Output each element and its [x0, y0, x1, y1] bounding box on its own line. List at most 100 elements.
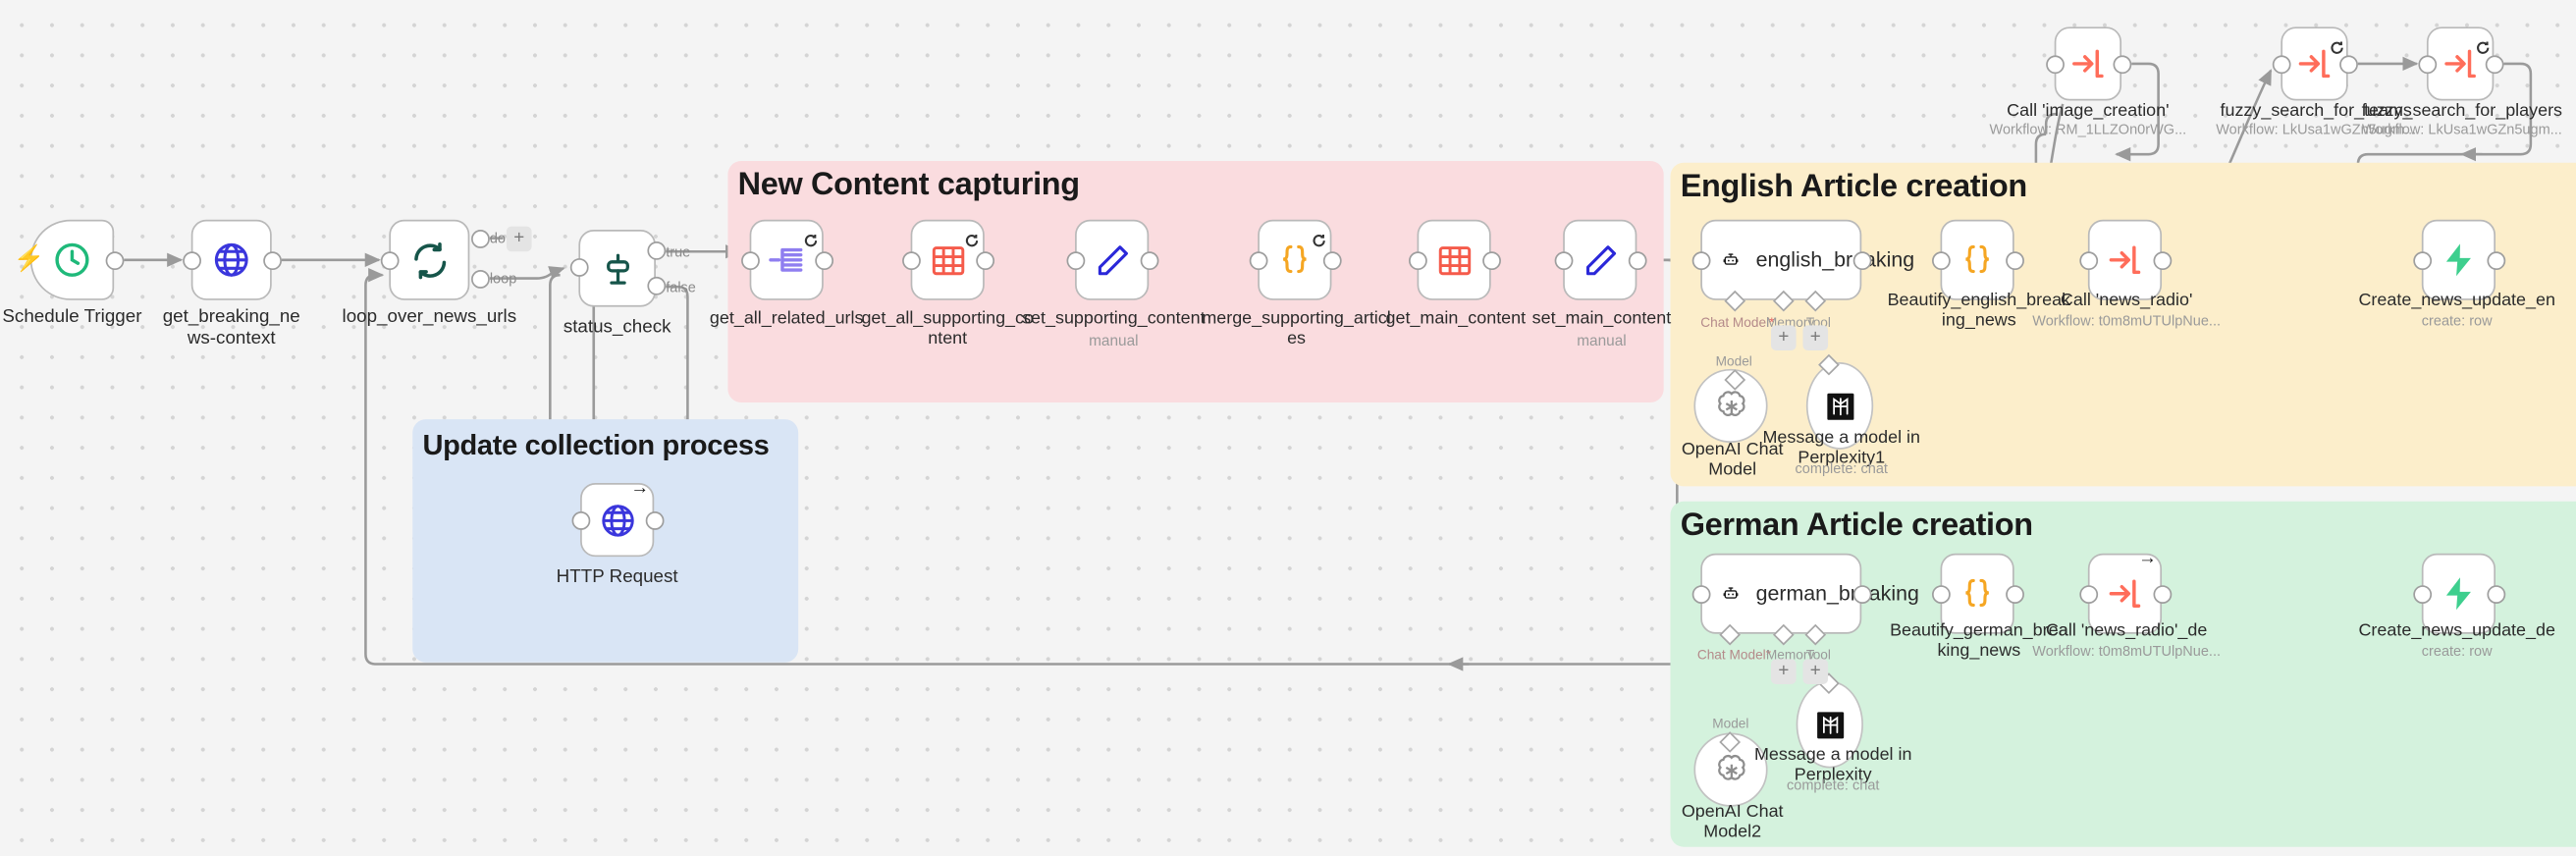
port-out-call-news-radio-en[interactable] — [2153, 251, 2173, 271]
node-sub-create-news-update-de: create: row — [2421, 644, 2493, 660]
panel-new-content-capturing[interactable] — [727, 161, 1664, 402]
port-out-get-all-supporting-content[interactable] — [976, 251, 995, 271]
port-out-create-news-update-de[interactable] — [2487, 585, 2506, 604]
port-in-call-news-radio-de[interactable] — [2079, 585, 2099, 604]
node-label-loop-over-news-urls: loop_over_news_urls — [342, 306, 517, 328]
node-merge-supporting-articles[interactable] — [1258, 219, 1332, 300]
node-get-main-content[interactable] — [1417, 219, 1491, 300]
port-in-call-news-radio-en[interactable] — [2079, 251, 2099, 271]
port-in-get-all-related-urls[interactable] — [741, 251, 760, 271]
node-beautify-english-breaking-news[interactable] — [1940, 219, 2014, 300]
openai-icon — [1717, 754, 1744, 779]
port-out-true-status-check[interactable] — [647, 241, 667, 260]
port-out-merge-supporting-articles[interactable] — [1322, 251, 1342, 271]
port-out-beautify-english-breaking-news[interactable] — [2006, 251, 2024, 271]
port-in-beautify-english-breaking-news[interactable] — [1932, 251, 1951, 271]
port-in-call-image-creation[interactable] — [2046, 55, 2065, 75]
sub-link-label-model-german: Model — [1712, 716, 1749, 731]
port-out-get-breaking-news-context[interactable] — [263, 251, 282, 271]
node-create-news-update-en[interactable] — [2421, 219, 2496, 300]
node-call-image-creation[interactable] — [2054, 27, 2122, 101]
node-fuzzy-search-for-players[interactable] — [2426, 27, 2495, 101]
port-in-set-supporting-content[interactable] — [1066, 251, 1086, 271]
port-in-loop-over-news-urls[interactable] — [380, 251, 400, 271]
port-in-merge-supporting-articles[interactable] — [1249, 251, 1268, 271]
node-create-news-update-de[interactable] — [2421, 553, 2496, 634]
port-in-beautify-german-breaking-news[interactable] — [1932, 585, 1951, 604]
node-label-english-breaking: english_breaking — [1755, 246, 1915, 271]
port-in-get-breaking-news-context[interactable] — [183, 251, 201, 271]
node-set-supporting-content[interactable] — [1075, 219, 1150, 300]
port-in-set-main-content[interactable] — [1554, 251, 1574, 271]
port-out-get-main-content[interactable] — [1482, 251, 1501, 271]
node-label-http-request: HTTP Request — [556, 566, 678, 587]
port-in-english-breaking[interactable] — [1691, 251, 1711, 271]
arrow-badge-icon: → — [630, 477, 650, 499]
node-english-breaking[interactable]: english_breaking — [1700, 219, 1915, 300]
port-out-set-main-content[interactable] — [1628, 251, 1647, 271]
port-in-get-main-content[interactable] — [1409, 251, 1427, 271]
port-out-loop-loop-over-news-urls[interactable] — [471, 270, 490, 289]
node-label-message-a-model-in-perplexity1: Message a model in Perplexity1 — [1762, 427, 1921, 469]
supabase-icon — [2445, 577, 2471, 611]
port-out-call-image-creation[interactable] — [2113, 55, 2132, 75]
port-in-fuzzy-search-for-teams[interactable] — [2272, 55, 2291, 75]
node-message-a-model-in-perplexity1[interactable] — [1805, 362, 1874, 450]
node-get-breaking-news-context[interactable] — [190, 219, 272, 300]
port-out-english-breaking[interactable] — [1852, 251, 1872, 271]
node-label-fuzzy-search-for-players: fuzzy_search_for_players — [2361, 100, 2563, 122]
port-in-status-check[interactable] — [569, 258, 589, 277]
node-call-news-radio-en[interactable] — [2087, 219, 2163, 300]
execute-workflow-icon — [2109, 245, 2141, 275]
port-out-http-request[interactable] — [645, 511, 665, 530]
node-sub-fuzzy-search-for-players: Workflow: LkUsa1wGZn5ugm... — [2361, 122, 2562, 138]
add-memory-english-button[interactable]: + — [1771, 325, 1797, 351]
port-out-call-news-radio-de[interactable] — [2153, 585, 2173, 604]
port-out-german-breaking[interactable] — [1852, 585, 1872, 604]
port-in-http-request[interactable] — [571, 511, 591, 530]
node-status-check[interactable] — [578, 230, 656, 307]
node-sub-call-news-radio-de: Workflow: t0m8mUTUlpNue... — [2032, 644, 2222, 660]
port-out-false-status-check[interactable] — [647, 276, 667, 295]
port-out-fuzzy-search-for-teams[interactable] — [2339, 55, 2358, 75]
edit-pen-icon — [1097, 244, 1128, 275]
node-label-set-supporting-content: set_supporting_content — [1022, 308, 1206, 329]
node-beautify-german-breaking-news[interactable] — [1940, 553, 2014, 634]
port-in-german-breaking[interactable] — [1691, 585, 1711, 604]
node-sub-message-a-model-in-perplexity: complete: chat — [1786, 777, 1880, 794]
port-out-done-loop-over-news-urls[interactable] — [471, 230, 490, 248]
execute-workflow-icon — [2298, 49, 2331, 79]
port-out-fuzzy-search-for-players[interactable] — [2485, 55, 2504, 75]
port-out-schedule-trigger[interactable] — [105, 251, 125, 271]
port-out-beautify-german-breaking-news[interactable] — [2006, 585, 2024, 604]
http-globe-icon — [214, 242, 248, 277]
node-german-breaking[interactable]: german_breaking — [1700, 553, 1919, 634]
node-set-main-content[interactable] — [1563, 219, 1637, 300]
add-memory-german-button[interactable]: + — [1771, 659, 1797, 684]
add-tool-german-button[interactable]: + — [1802, 659, 1829, 684]
node-sub-call-image-creation: Workflow: RM_1LLZOn0rWG... — [1989, 122, 2187, 138]
execute-workflow-icon — [2444, 49, 2476, 79]
node-call-news-radio-de[interactable] — [2087, 553, 2163, 634]
port-out-create-news-update-en[interactable] — [2487, 251, 2506, 271]
openai-icon — [1717, 390, 1744, 416]
code-braces-icon — [1282, 244, 1307, 274]
node-http-request[interactable] — [580, 483, 655, 558]
refresh-badge-icon — [2476, 33, 2491, 54]
port-out-get-all-related-urls[interactable] — [815, 251, 834, 271]
node-label-create-news-update-de: Create_news_update_de — [2358, 620, 2555, 641]
port-in-create-news-update-de[interactable] — [2413, 585, 2433, 604]
port-out-set-supporting-content[interactable] — [1140, 251, 1159, 271]
node-label-message-a-model-in-perplexity: Message a model in Perplexity — [1753, 744, 1912, 786]
node-loop-over-news-urls[interactable] — [389, 219, 470, 300]
node-get-all-related-urls[interactable] — [749, 219, 824, 300]
port-in-create-news-update-en[interactable] — [2413, 251, 2433, 271]
port-in-fuzzy-search-for-players[interactable] — [2418, 55, 2438, 75]
node-message-a-model-in-perplexity[interactable] — [1796, 680, 1863, 769]
port-in-get-all-supporting-content[interactable] — [902, 251, 921, 271]
add-tool-english-button[interactable]: + — [1802, 325, 1829, 351]
loop-icon — [413, 241, 446, 279]
panel-title-english-article-creation: English Article creation — [1680, 169, 2027, 205]
add-node-after-done-button[interactable]: + — [506, 226, 532, 252]
